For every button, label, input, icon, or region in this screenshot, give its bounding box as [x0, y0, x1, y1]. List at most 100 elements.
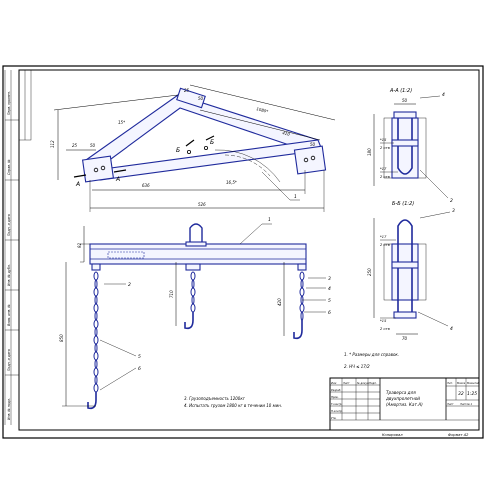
tb-label-3: Подп.	[369, 381, 377, 385]
sec-bb-dim-250: 250	[367, 268, 372, 276]
callout-front-6b: 6	[138, 366, 141, 372]
middle-chain	[190, 271, 196, 313]
u-bolt-a	[397, 114, 413, 175]
dim-710: 710	[169, 290, 174, 298]
side-label-3: Инв. № дубл.	[7, 264, 11, 286]
upper-end-plate	[176, 87, 206, 109]
tb-label-9: Утв.	[331, 416, 337, 420]
dim-50: 50	[198, 96, 204, 101]
section-mark-a-right: А	[115, 176, 120, 183]
dim-92: 92	[77, 242, 82, 248]
tb-label-10: Лит.	[446, 381, 453, 385]
callout-front-1: 1	[268, 217, 271, 223]
dim-50c: 50	[310, 142, 316, 147]
tb-mass: 32	[458, 391, 464, 397]
sec-bb-callout-4: 4	[450, 326, 453, 332]
sec-aa-dim-2otv: 2 отв	[380, 146, 390, 150]
top-view: 25 50 1080* 15* 410 112 25 50 50 636 16,…	[50, 84, 336, 212]
sec-bb-callout-3: 3	[452, 208, 455, 214]
note-right-1: 1. * Размеры для справок.	[344, 352, 399, 357]
sec-bb-dim-70: 70	[402, 336, 408, 341]
callout-1-top: 1	[294, 194, 297, 200]
tb-name-3: (Амортиз. Кат.А)	[386, 402, 423, 407]
left-chain	[93, 271, 99, 393]
copied-label: Копировал	[382, 433, 403, 437]
sec-aa-dim-15: *15	[380, 138, 387, 142]
lower-arm	[95, 139, 323, 181]
top-shackle	[189, 223, 203, 244]
tb-scale: 1:25	[467, 391, 477, 397]
sec-aa-dim-17: *17	[380, 167, 387, 171]
dim-1080: 1080*	[256, 106, 269, 114]
front-view: 92 710 420 850 1 2 3 4 5 6 5 6	[59, 217, 331, 410]
note-right-2: 2. НЧ ≤ 17/2	[344, 364, 370, 369]
beam-slot	[107, 251, 145, 259]
left-hinge-plate	[81, 155, 115, 183]
dim-25b: 25	[72, 143, 78, 148]
tb-label-0: Изм	[331, 381, 336, 385]
section-mark-b-left: Б	[176, 147, 180, 154]
side-label-2: Подп. и дата	[7, 214, 11, 236]
middle-hook	[184, 312, 194, 330]
tb-label-2: № докум	[356, 382, 369, 385]
beam	[89, 243, 307, 265]
left-hook	[87, 392, 97, 410]
dim-636: 636	[142, 183, 150, 188]
side-label-4: Взам. инв. №	[7, 304, 11, 326]
binding-strip: Перв. примен. Справ. № Подп. и дата Инв.…	[4, 70, 19, 425]
section-a-a-title: А-А (1:2)	[389, 88, 412, 94]
format-label: Формат А2	[448, 433, 469, 437]
callout-front-3: 3	[328, 276, 331, 282]
section-mark-a-left: А	[75, 181, 80, 188]
tb-name-2: двухпролетной	[385, 396, 420, 401]
rotated-stamp	[18, 69, 32, 141]
sec-bb-dim-15: *15	[380, 319, 387, 323]
dim-50b: 50	[90, 143, 96, 148]
section-b-b: Б-Б (1:2) *17 2 отв 250 *15 2 отв 70 3 4	[367, 201, 455, 341]
tb-label-11: Масса	[457, 381, 466, 385]
tb-label-13: Лист	[446, 402, 454, 406]
sec-bb-dim-17: *17	[380, 235, 387, 239]
dim-112: 112	[50, 140, 55, 148]
dim-16-5: 16,5*	[226, 180, 237, 185]
sheet-inner-frame	[18, 69, 480, 431]
right-hook	[293, 320, 303, 340]
callout-front-5: 5	[328, 298, 331, 304]
sec-aa-callout-2: 2	[450, 198, 453, 204]
callout-front-6: 6	[328, 310, 331, 316]
sec-bb-dim-2otvb: 2 отв	[380, 327, 390, 331]
side-label-1: Справ. №	[7, 159, 11, 175]
tb-label-12: Масштаб	[467, 381, 480, 385]
side-label-5: Подп. и дата	[7, 349, 11, 371]
dim-420: 420	[277, 298, 282, 306]
tb-label-7: Т.контр.	[331, 402, 342, 406]
sheet-outer-frame	[2, 65, 484, 439]
sec-aa-dim-50: 50	[402, 98, 408, 103]
sec-aa-dim-180: 180	[367, 148, 372, 156]
u-bolt-b	[397, 219, 413, 314]
side-label-0: Перв. примен.	[7, 91, 11, 115]
callout-front-4: 4	[328, 286, 331, 292]
tb-label-8: Н.контр.	[331, 409, 343, 413]
callout-front-5b: 5	[138, 354, 141, 360]
technical-notes: 3. Грузоподъемность 1200кг 4. Испытать г…	[184, 352, 399, 408]
note-left-1: 3. Грузоподъемность 1200кг	[184, 396, 246, 401]
tb-label-14: Листов 1	[459, 402, 473, 406]
dim-410: 410	[282, 130, 291, 137]
tb-label-5: Разраб.	[331, 388, 341, 392]
section-mark-b-right: Б	[210, 139, 214, 146]
sec-aa-callout-4: 4	[442, 92, 445, 98]
sec-bb-dim-2otv: 2 отв	[380, 243, 390, 247]
section-b-b-title: Б-Б (1:2)	[392, 201, 414, 207]
section-a-a: А-А (1:2) 50 180 *15 2 отв *17 2 отв 4 2	[367, 88, 453, 204]
side-label-6: Инв. № подл.	[7, 398, 11, 420]
tb-label-6: Пров.	[331, 395, 339, 399]
lower-end-plate	[293, 145, 327, 175]
tb-label-1: Лист	[342, 381, 350, 385]
dim-15: 15*	[118, 120, 125, 125]
title-block: Изм Лист № докум Подп. Разраб. Пров. Т.к…	[329, 377, 480, 431]
dim-526: 526	[198, 202, 206, 207]
dim-850: 850	[59, 334, 64, 342]
sec-aa-dim-2otvb: 2 отв	[380, 175, 390, 179]
